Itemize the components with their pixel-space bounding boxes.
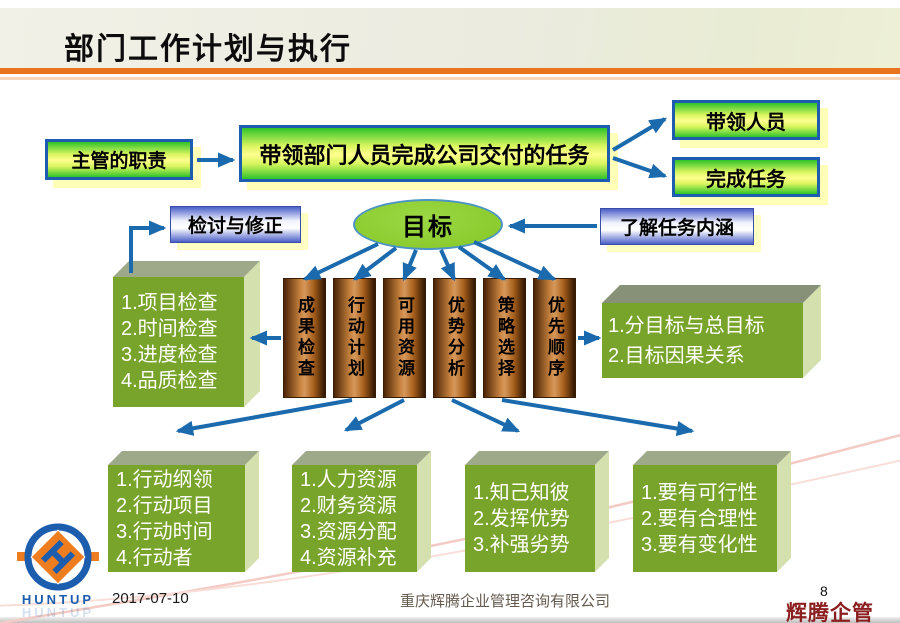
cube-side-face (244, 261, 260, 407)
pillar-results-check: 成果检查 (283, 278, 326, 398)
pillar-action-plan: 行动计划 (333, 278, 376, 398)
logo-text: HUNTUP (22, 592, 94, 607)
resource-item: 1.人力资源 (300, 468, 397, 491)
cube-top-face (633, 451, 791, 465)
goal-item: 2.目标因果关系 (608, 344, 745, 367)
strategy-item: 2.要有合理性 (641, 507, 758, 530)
pillar-swot-analysis: 优势分析 (433, 278, 476, 398)
swot-item: 1.知己知彼 (473, 481, 570, 504)
strategy-cube-front: 1.要有可行性 2.要有合理性 3.要有变化性 (633, 465, 777, 572)
goal-label: 目标 (402, 214, 454, 241)
check-item: 3.进度检查 (121, 344, 218, 366)
goal-ellipse: 目标 (353, 199, 503, 250)
check-item: 2.时间检查 (121, 318, 218, 340)
understand-task-box: 了解任务内涵 (600, 208, 754, 245)
action-cube-front: 1.行动纲领 2.行动项目 3.行动时间 4.行动者 (108, 465, 245, 572)
footer-date: 2017-07-10 (112, 590, 189, 607)
supervisor-duty-label: 主管的职责 (71, 151, 167, 172)
page-number: 8 (820, 583, 828, 599)
goal-cube-front: 1.分目标与总目标 2.目标因果关系 (602, 303, 803, 378)
footer-company: 重庆辉腾企业管理咨询有限公司 (399, 594, 610, 610)
resource-item: 2.财务资源 (300, 494, 397, 517)
cube-top-face (113, 261, 260, 277)
cube-side-face (777, 451, 791, 572)
resource-cube-front: 1.人力资源 2.财务资源 3.资源分配 4.资源补充 (292, 465, 417, 572)
action-item: 4.行动者 (116, 546, 193, 569)
title-rule-thin (0, 77, 900, 80)
swot-item: 2.发挥优势 (473, 507, 570, 530)
strategy-item: 1.要有可行性 (641, 481, 758, 504)
check-cube-front: 1.项目检查 2.时间检查 3.进度检查 4.品质检查 (113, 277, 244, 407)
cube-side-face (417, 451, 431, 572)
supervisor-duty-box: 主管的职责 (45, 139, 193, 180)
resource-item: 4.资源补充 (300, 546, 397, 569)
page-title: 部门工作计划与执行 (64, 33, 352, 66)
swot-cube-front: 1.知己知彼 2.发挥优势 3.补强劣势 (465, 465, 595, 572)
strategy-item: 3.要有变化性 (641, 533, 758, 556)
header-band (0, 8, 900, 68)
pillar-strategy-choice: 策略选择 (483, 278, 526, 398)
check-item: 1.项目检查 (121, 292, 218, 314)
lead-people-box: 带领人员 (672, 100, 820, 140)
check-item: 4.品质检查 (121, 370, 218, 392)
logo-text-reflection: HUNTUP (22, 605, 94, 620)
cube-top-face (602, 285, 821, 303)
action-item: 3.行动时间 (116, 520, 213, 543)
goal-item: 1.分目标与总目标 (608, 314, 765, 337)
cube-side-face (595, 451, 609, 572)
mission-box: 带领部门人员完成公司交付的任务 (239, 125, 610, 182)
mission-label: 带领部门人员完成公司交付的任务 (259, 142, 590, 168)
logo-right-tab (90, 552, 99, 561)
cube-side-face (245, 451, 259, 572)
watermark-text: 辉腾企管 (786, 601, 874, 623)
cube-top-face (292, 451, 431, 465)
pillar-priority-order: 优先顺序 (533, 278, 576, 398)
swot-item: 3.补强劣势 (473, 533, 570, 556)
title-rule (0, 68, 900, 74)
lead-people-label: 带领人员 (706, 111, 786, 134)
action-item: 1.行动纲领 (116, 468, 213, 491)
complete-tasks-label: 完成任务 (706, 168, 786, 191)
cube-top-face (465, 451, 609, 465)
resource-item: 3.资源分配 (300, 520, 397, 543)
slide-bottom-edge (0, 617, 900, 623)
review-correct-label: 检讨与修正 (187, 216, 283, 237)
complete-tasks-box: 完成任务 (672, 157, 820, 197)
pillar-resources: 可用资源 (383, 278, 426, 398)
logo-h-glyph (41, 540, 75, 574)
review-correct-box: 检讨与修正 (170, 206, 301, 243)
cube-top-face (108, 451, 259, 465)
huntup-logo: HUNTUP HUNTUP (17, 523, 99, 620)
understand-task-label: 了解任务内涵 (619, 218, 734, 239)
action-item: 2.行动项目 (116, 494, 213, 517)
logo-left-tab (17, 552, 26, 561)
